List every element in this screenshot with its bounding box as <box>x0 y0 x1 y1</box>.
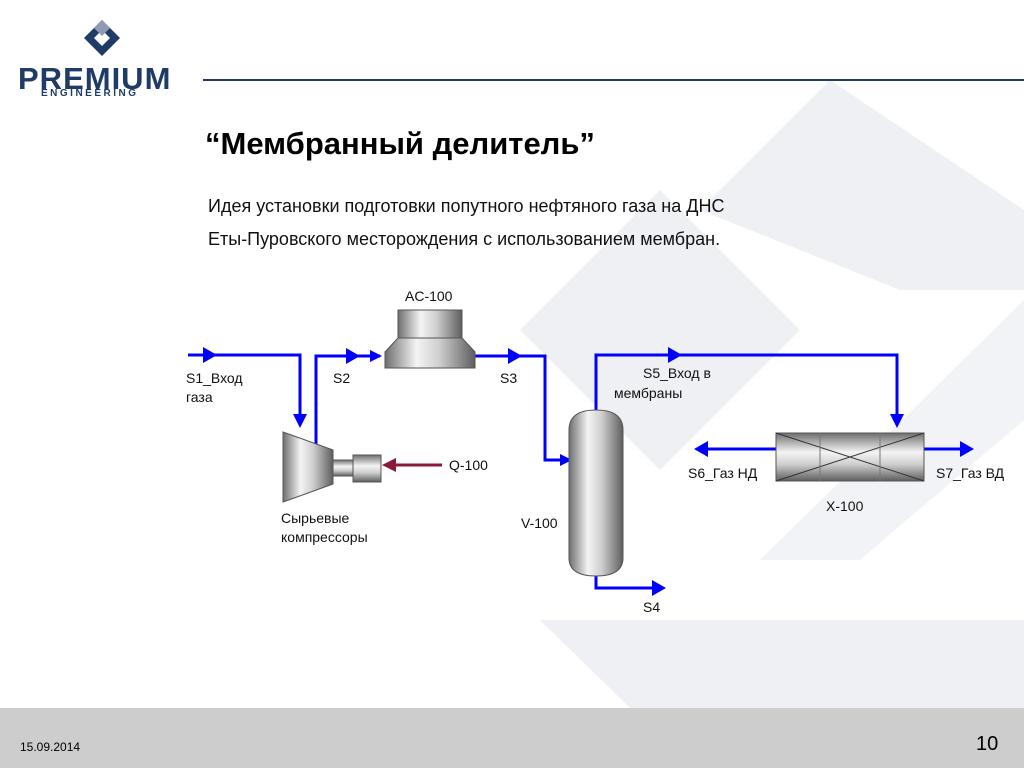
arrow-s3-end-icon <box>560 454 572 466</box>
compressor-unit <box>282 431 382 503</box>
stream-s1 <box>188 353 302 420</box>
arrow-s6-icon <box>694 441 708 457</box>
label-s1-line1: S1_Вход <box>186 370 243 386</box>
arrow-q100-icon <box>382 458 396 472</box>
label-s3: S3 <box>500 370 517 386</box>
stream-s3 <box>475 354 568 462</box>
background-watermark <box>520 80 1024 708</box>
arrow-s4-icon <box>652 580 666 596</box>
arrow-s2-end-icon <box>370 350 382 362</box>
label-ac100: AC-100 <box>405 288 453 304</box>
membrane-x100 <box>775 432 925 482</box>
arrow-s2-icon <box>346 348 360 364</box>
logo-diamond-icon <box>84 20 120 56</box>
label-s1-line2: газа <box>186 389 213 405</box>
label-s5-line2: мембраны <box>614 385 682 401</box>
arrow-s5-icon <box>668 347 682 363</box>
logo-name: PREMIUM <box>18 61 172 96</box>
slide-footer <box>0 708 1024 768</box>
subtitle-line-1: Идея установки подготовки попутного нефт… <box>208 196 725 216</box>
header-divider <box>203 79 1024 81</box>
label-compressor-line1: Сырьевые <box>281 510 350 526</box>
label-s2: S2 <box>333 370 350 386</box>
stream-arrows <box>203 347 974 596</box>
subtitle-line-2: Еты-Пуровского месторождения с использов… <box>208 229 721 249</box>
slide-title: “Мембранный делитель” <box>205 126 595 161</box>
label-compressor-line2: компрессоры <box>281 529 368 545</box>
label-x100: X-100 <box>826 498 864 514</box>
stream-s4 <box>594 573 660 590</box>
label-s6: S6_Газ НД <box>688 465 758 481</box>
arrow-s1-icon <box>203 347 217 363</box>
arrow-s5-down-icon <box>890 414 904 428</box>
vessel-v100 <box>568 409 624 577</box>
air-cooler-ac100 <box>384 309 476 369</box>
label-s7: S7_Газ ВД <box>936 465 1005 481</box>
page-number: 10 <box>976 733 999 755</box>
arrow-s7-icon <box>960 441 974 457</box>
label-v100: V-100 <box>521 515 558 531</box>
company-logo: PREMIUM ENGINEERING <box>18 18 188 104</box>
logo-subtitle: ENGINEERING <box>41 88 139 99</box>
label-q100: Q-100 <box>449 457 488 473</box>
process-flow-diagram: AC-100 S1_Вход газа S2 S3 S5_Вход в мемб… <box>186 288 1005 615</box>
footer-date: 15.09.2014 <box>20 740 81 754</box>
arrow-s1-down-icon <box>293 414 307 428</box>
stream-s5 <box>594 353 899 422</box>
arrow-s3-icon <box>508 348 522 364</box>
label-s4: S4 <box>643 599 660 615</box>
label-s5-line1: S5_Вход в <box>643 365 711 381</box>
energy-stream-q100 <box>382 458 442 472</box>
